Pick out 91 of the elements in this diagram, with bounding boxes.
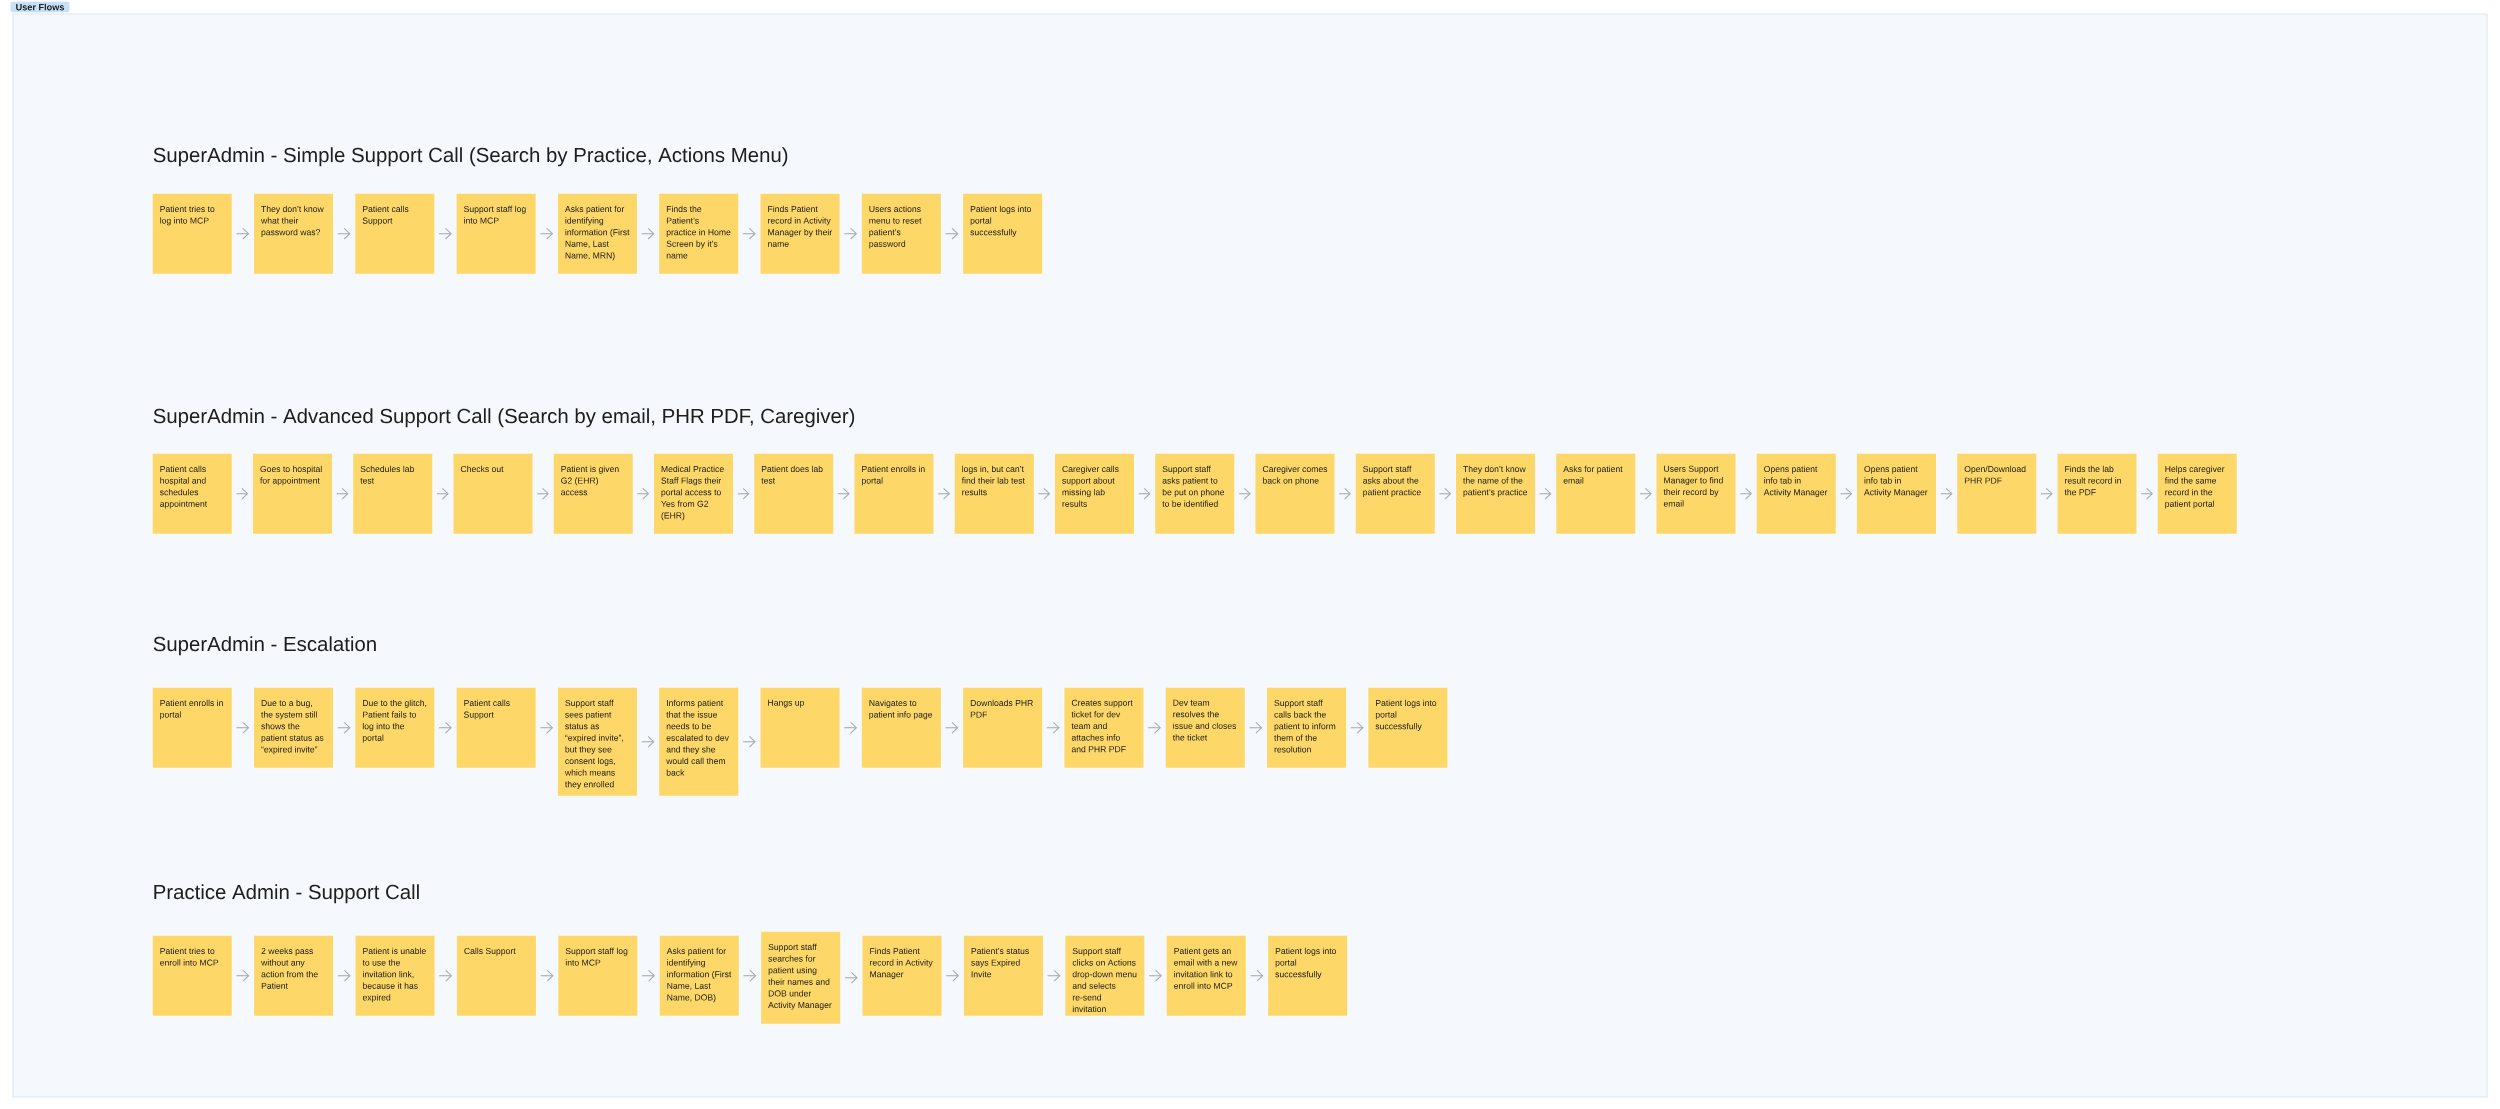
arrow xyxy=(539,227,554,240)
sticky-note: Patient logs into portal successfully xyxy=(963,193,1043,274)
arrow xyxy=(742,227,756,240)
sticky-note: Opens patient info tab in Activity Manager xyxy=(1857,453,1937,534)
arrow xyxy=(1046,721,1060,734)
section-heading: Practice Admin - Support Call xyxy=(154,884,419,904)
sticky-note: Patient gets an email with a new invitation link to enroll into MCP xyxy=(1166,935,1246,1016)
sticky-note: Asks for patient email xyxy=(1556,453,1636,534)
arrow xyxy=(641,969,655,982)
arrow xyxy=(438,721,452,734)
arrow xyxy=(438,227,452,240)
sticky-note: Patient tries to log into MCP xyxy=(152,193,232,274)
arrow xyxy=(742,735,756,748)
sticky-note: Patient does lab test xyxy=(754,453,834,534)
arrow xyxy=(742,969,757,982)
sticky-note: Patient tries to enroll into MCP xyxy=(152,935,232,1016)
sticky-note: Support staff searches for patient using their names and DOB under Activity Manager xyxy=(761,931,841,1024)
sticky-note: Patient enrolls in portal xyxy=(854,453,934,534)
arrow xyxy=(337,969,351,982)
sticky-note: Open/Download PHR PDF xyxy=(1957,453,2037,534)
arrow xyxy=(337,721,351,734)
arrow xyxy=(235,721,250,734)
sticky-note: Patient logs into portal successfully xyxy=(1268,935,1348,1016)
sticky-note: Creates support ticket for dev team and attaches info and PHR PDF xyxy=(1064,687,1144,768)
sticky-note: Checks out xyxy=(453,453,533,534)
sticky-note: Finds Patient record in Activity Manager xyxy=(862,935,942,1016)
sticky-note: They don’t know what their password was? xyxy=(254,193,334,274)
sticky-note: Patient calls hospital and schedules appointment xyxy=(152,453,232,534)
sticky-note: Support staff clicks on Actions drop-down menu and selects re-send invitation xyxy=(1065,935,1145,1016)
sticky-note: They don’t know the name of the patient’s practice xyxy=(1455,453,1535,534)
arrow xyxy=(1047,969,1061,982)
section-heading: SuperAdmin - Simple Support Call (Search by Practice, Actions Menu) xyxy=(153,147,788,167)
sticky-note: Opens patient info tab in Activity Manager xyxy=(1756,453,1836,534)
arrow xyxy=(540,969,554,982)
sticky-note: Finds Patient record in Activity Manager by their name xyxy=(760,193,840,274)
sticky-note: Finds the lab result record in the PDF xyxy=(2057,453,2137,534)
sticky-note: Support staff log into MCP xyxy=(558,935,638,1016)
sticky-note: Support staff asks patient to be put on phone to be identified xyxy=(1155,453,1235,534)
sticky-note: Caregiver comes back on phone xyxy=(1255,453,1335,534)
arrow xyxy=(641,735,655,748)
sticky-note: Schedules lab test xyxy=(353,453,433,534)
sticky-note: Support staff calls back the patient to inform them of the resolution xyxy=(1267,687,1347,768)
sticky-note: Patient’s status says Expired Invite xyxy=(963,935,1043,1016)
sticky-note: Dev team resolves the issue and closes the ticket xyxy=(1165,687,1245,768)
arrow xyxy=(1249,969,1264,982)
arrow xyxy=(235,969,250,982)
arrow xyxy=(945,227,959,240)
sticky-note: Hangs up xyxy=(760,687,840,768)
arrow xyxy=(843,721,858,734)
sticky-note: Helps caregiver find the same record in the patient portal xyxy=(2157,453,2237,534)
sticky-note: Finds the Patient’s practice in Home Screen by it’s name xyxy=(659,193,739,274)
arrow xyxy=(337,227,351,240)
sticky-note: Patient calls Support xyxy=(355,193,435,274)
arrow xyxy=(438,969,453,982)
sticky-note: Navigates to patient info page xyxy=(861,687,941,768)
sticky-note: Asks patient for identifying information (First Name, Last Name, MRN) xyxy=(557,193,637,274)
sticky-note: 2 weeks pass without any action from the Patient xyxy=(254,935,334,1016)
sticky-note: Due to a bug, the system still shows the patient status as “expired invite” xyxy=(254,687,334,768)
sticky-note: Support staff log into MCP xyxy=(456,193,536,274)
sticky-note: Medical Practice Staff Flags their portal access to Yes from G2 (EHR) xyxy=(653,453,733,534)
section-heading: SuperAdmin - Advanced Support Call (Search by email, PHR PDF, Caregiver) xyxy=(153,408,855,428)
arrow xyxy=(844,971,858,984)
arrow xyxy=(1248,721,1263,734)
sticky-note: Informs patient that the issue needs to be escalated to dev and they she would call them back xyxy=(659,687,739,796)
sticky-note: Downloads PHR PDF xyxy=(963,687,1043,768)
arrow xyxy=(945,969,960,982)
arrow xyxy=(641,227,655,240)
arrow xyxy=(539,721,554,734)
sticky-note: Goes to hospital for appointment xyxy=(252,453,332,534)
arrow xyxy=(1147,721,1161,734)
sticky-note: Caregiver calls support about missing lab results xyxy=(1054,453,1134,534)
sticky-note: logs in, but can’t find their lab test results xyxy=(954,453,1034,534)
arrow xyxy=(945,721,959,734)
sticky-note: Patient enrolls in portal xyxy=(152,687,232,768)
arrow xyxy=(235,227,250,240)
sticky-note: Patient is unable to use the invitation link, because it has expired xyxy=(355,935,435,1016)
sticky-note: Due to the glitch, Patient fails to log into the portal xyxy=(355,687,435,768)
sticky-note: Users Support Manager to find their record by email xyxy=(1656,453,1736,534)
frame-tag: User Flows xyxy=(10,1,70,13)
sticky-note: Patient calls Support xyxy=(456,687,536,768)
sticky-note: Support staff asks about the patient practice xyxy=(1355,453,1435,534)
arrow xyxy=(843,227,858,240)
section-heading: SuperAdmin - Escalation xyxy=(153,636,376,656)
sticky-note: Asks patient for identifying information (First Name, Last Name, DOB) xyxy=(659,935,739,1016)
arrow xyxy=(1148,969,1162,982)
sticky-note: Patient is given G2 (EHR) access xyxy=(553,453,633,534)
sticky-note: Support staff sees patient status as “expired invite”, but they see consent logs, which means they enrolled xyxy=(557,687,637,796)
sticky-note: Users actions menu to reset patient’s password xyxy=(861,193,941,274)
sticky-note: Patient logs into portal successfully xyxy=(1368,687,1448,768)
sticky-note: Calls Support xyxy=(456,935,536,1016)
arrow xyxy=(1350,721,1364,734)
